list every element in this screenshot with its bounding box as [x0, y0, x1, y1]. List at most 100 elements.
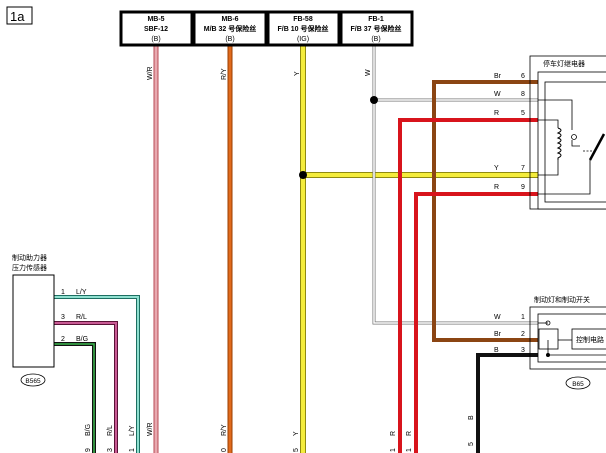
relay-pin-2-color: W — [494, 91, 501, 98]
bottom-label-b-num: 5 — [468, 442, 475, 446]
control-circuit-box — [571, 328, 606, 350]
wire-l-y — [54, 296, 139, 453]
fuse-1-line2: SBF-12 — [144, 26, 168, 33]
label-y-top: Y — [294, 71, 301, 76]
relay-pin-1-num: 6 — [521, 73, 525, 80]
switch-title: 制动灯和制动开关 — [534, 295, 590, 304]
bottom-label-r2-color: R — [406, 431, 413, 436]
label-w-r-top: W/R — [147, 66, 154, 80]
bottom-label-r-l-num: 3 — [107, 448, 114, 452]
bottom-label-r-l-color: R/L — [107, 425, 114, 436]
brake-booster-pressure-sensor: 制动助力器 压力传感器 1 L/Y 3 R/L 2 B/G B565 — [12, 253, 88, 387]
control-circuit-label: 控制电路 — [576, 335, 604, 344]
sensor-box — [12, 274, 55, 368]
sensor-pin-2-color: R/L — [76, 314, 87, 321]
fuse-1-line1: MB-5 — [147, 16, 164, 23]
sensor-title-line1: 制动助力器 — [12, 253, 47, 262]
fuse-3-line3: (IG) — [297, 36, 309, 43]
bottom-label-w-r-color: W/R — [147, 422, 154, 436]
label-r-y-top: R/Y — [221, 68, 228, 80]
switch-connector-label: B65 — [572, 381, 584, 388]
fuse-3-line2: F/B 10 号保险丝 — [278, 24, 329, 33]
wire-r-pin9 — [414, 192, 538, 453]
switch-pin-1-color: W — [494, 314, 501, 321]
sensor-title-line2: 压力传感器 — [12, 263, 47, 272]
bottom-label-r1-color: R — [390, 431, 397, 436]
relay-pin-4-num: 7 — [521, 165, 525, 172]
bottom-label-b-g-color: B/G — [85, 424, 92, 436]
sensor-connector-label: B565 — [25, 378, 41, 385]
relay-pin-5-color: R — [494, 184, 499, 191]
switch-element-icon — [538, 328, 559, 350]
fuse-box-1 — [119, 10, 194, 47]
switch-connector-badge — [565, 376, 591, 390]
bottom-label-r-y-color: R/Y — [221, 424, 228, 436]
sensor-pin-3-color: B/G — [76, 336, 88, 343]
relay-contact-icon — [571, 134, 577, 140]
relay-internal-4 — [538, 160, 591, 195]
relay-internal-1 — [538, 99, 573, 130]
switch-node-1 — [545, 320, 551, 326]
relay-switch-arm-icon — [588, 133, 606, 161]
switch-pin-1-num: 1 — [521, 314, 525, 321]
wire-b — [476, 353, 538, 453]
bottom-label-l-y-color: L/Y — [129, 425, 136, 436]
label-w-top: W — [365, 69, 372, 76]
bottom-label-b-color: B — [468, 415, 475, 420]
switch-pin-3-color: B — [494, 347, 499, 354]
wire-w — [373, 45, 538, 324]
wire-b-g — [54, 343, 95, 453]
bottom-label-r1-num: 1 — [390, 448, 397, 452]
relay-inner-box — [544, 81, 606, 203]
bottom-label-r-y-num: 0 — [221, 448, 228, 452]
fuse-box-3 — [266, 10, 341, 47]
bottom-label-l-y-num: 1 — [129, 448, 136, 452]
switch-pin-3-num: 3 — [521, 347, 525, 354]
bottom-labels: B/G 9 R/L 3 L/Y 1 W/R R/Y 0 Y 5 R 1 R 1 … — [85, 415, 475, 452]
junction-dot-w — [370, 96, 378, 104]
fuse-boxes: MB-5 SBF-12 (B) MB-6 M/B 32 号保险丝 (B) FB-… — [119, 10, 414, 47]
switch-pin-2-color: Br — [494, 331, 502, 338]
bottom-label-y-color: Y — [293, 431, 300, 436]
sensor-pin-3-num: 2 — [61, 336, 65, 343]
fuse-3-line1: FB-58 — [293, 16, 313, 23]
switch-outer-box — [529, 306, 606, 370]
wire-r-pin5 — [398, 118, 538, 453]
bottom-label-r2-num: 1 — [406, 448, 413, 452]
page-label-box — [6, 6, 33, 25]
sensor-pin-2-num: 3 — [61, 314, 65, 321]
relay-internal-3 — [538, 160, 559, 176]
relay-pin-3-num: 5 — [521, 110, 525, 117]
relay-pin-3-color: R — [494, 110, 499, 117]
fuse-2-line2: M/B 32 号保险丝 — [204, 24, 257, 33]
bottom-label-y-num: 5 — [293, 448, 300, 452]
relay-internal-2 — [538, 119, 559, 128]
relay-coil-icon — [556, 127, 562, 160]
fuse-1-line3: (B) — [151, 36, 160, 43]
relay-pin-2-num: 8 — [521, 91, 525, 98]
fuse-box-2 — [192, 10, 268, 47]
page-label: 1a — [10, 9, 25, 24]
sensor-pin-1-color: L/Y — [76, 289, 87, 296]
relay-pin-5-num: 9 — [521, 184, 525, 191]
fuse-4-line3: (B) — [371, 36, 380, 43]
bottom-label-b-g-num: 9 — [85, 448, 92, 452]
relay-title: 停车灯继电器 — [543, 59, 585, 68]
wire-r-l — [54, 322, 117, 453]
relay-pin-1-color: Br — [494, 73, 502, 80]
wire-br — [432, 80, 538, 342]
fuse-4-line2: F/B 37 号保险丝 — [351, 24, 402, 33]
fuse-2-line3: (B) — [225, 36, 234, 43]
relay-pin-4-color: Y — [494, 165, 499, 172]
switch-pin-2-num: 2 — [521, 331, 525, 338]
junction-dot — [299, 171, 307, 179]
relay-internal-5 — [571, 140, 580, 147]
sensor-connector-badge — [20, 373, 46, 387]
fuse-box-4 — [339, 10, 414, 47]
fuse-4-line1: FB-1 — [368, 16, 384, 23]
fuse-2-line1: MB-6 — [221, 16, 238, 23]
stop-lamp-switch: 制动灯和制动开关 W 1 Br 2 B 3 控制电路 B65 — [494, 295, 606, 390]
parking-lamp-relay: 停车灯继电器 Br 6 W 8 R 5 Y 7 R 9 — [494, 55, 606, 210]
sensor-pin-1-num: 1 — [61, 289, 65, 296]
